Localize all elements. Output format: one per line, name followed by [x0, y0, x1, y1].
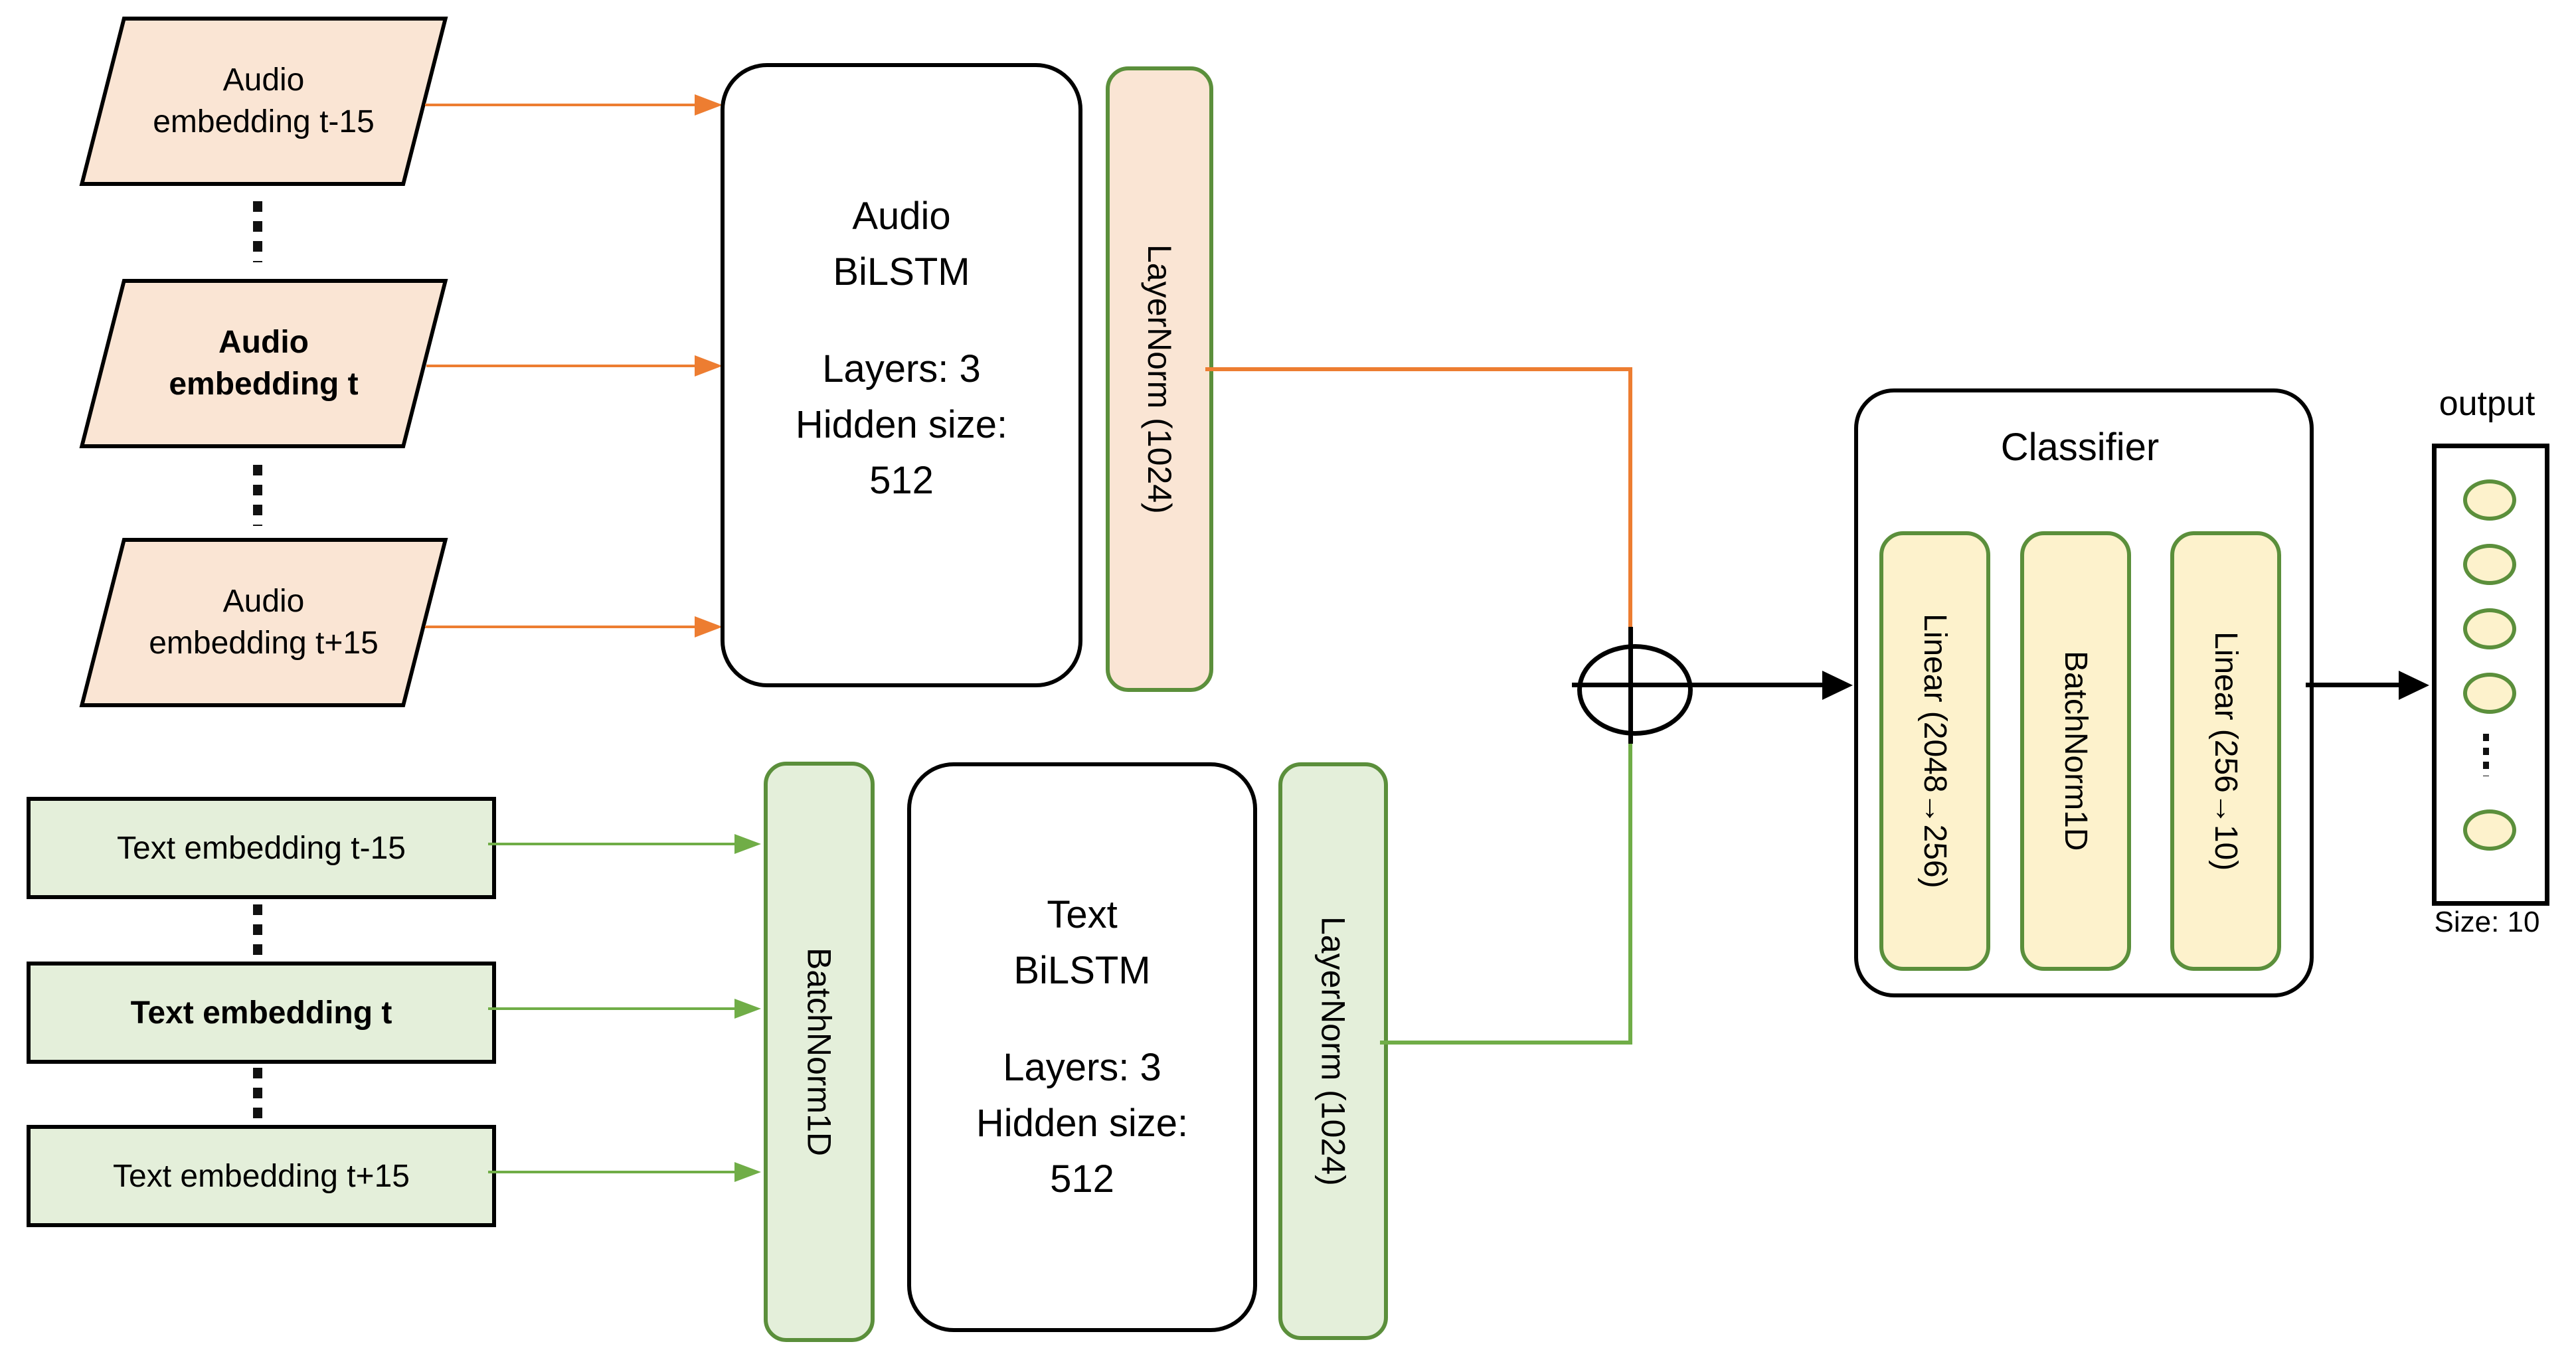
audio-embedding-t-minus-15-label: Audio embedding t-15 [101, 17, 426, 186]
audio-embedding-t-minus-15-node: Audio embedding t-15 [79, 17, 448, 186]
output-size-label: Size: 10 [2434, 906, 2540, 938]
classifier-linear-2-box: Linear (256→10) [2170, 531, 2281, 971]
text-embedding-t-minus-15-label: Text embedding t-15 [117, 830, 406, 866]
sum-to-classifier-line [1684, 683, 1825, 687]
text-bilstm-title-line: Text [1047, 892, 1118, 936]
audio-embedding-t-plus-15-label: Audio embedding t+15 [101, 538, 426, 707]
label-line: Audio [222, 62, 305, 98]
text-arrowhead-1 [734, 834, 761, 854]
audio-bilstm-hidden-size: Hidden size: [795, 403, 1008, 447]
text-bilstm-box: Text BiLSTM Layers: 3 Hidden size: 512 [907, 762, 1257, 1332]
classifier-batchnorm-label: BatchNorm1D [2058, 651, 2093, 851]
classifier-linear-2-label: Linear (256→10) [2208, 631, 2243, 871]
classifier-linear-1-label: Linear (2048→256) [1917, 614, 1952, 888]
audio-elbow-horizontal [1205, 367, 1632, 371]
audio-bilstm-layers: Layers: 3 [822, 347, 981, 390]
label-line: embedding t-15 [153, 104, 375, 139]
audio-embedding-t-node: Audio embedding t [79, 279, 448, 448]
audio-embedding-t-label: Audio embedding t [101, 279, 426, 448]
text-elbow-vertical [1628, 724, 1632, 1045]
audio-arrow-line-2 [426, 365, 699, 367]
text-arrowhead-3 [734, 1162, 761, 1182]
ellipsis-dots [253, 201, 262, 262]
output-title: output [2439, 384, 2535, 423]
ellipsis-dots [253, 904, 262, 958]
text-elbow-horizontal [1380, 1041, 1632, 1045]
audio-bilstm-box: Audio BiLSTM Layers: 3 Hidden size: 512 [721, 63, 1082, 687]
audio-layernorm-box: LayerNorm (1024) [1106, 66, 1213, 692]
classifier-batchnorm-box: BatchNorm1D [2020, 531, 2131, 971]
text-embedding-t-label: Text embedding t [130, 995, 392, 1031]
output-node [2463, 544, 2516, 585]
audio-arrowhead-2 [695, 355, 723, 377]
text-bilstm-hidden-size-value: 512 [1050, 1157, 1114, 1201]
text-bilstm-title-line: BiLSTM [1013, 948, 1151, 992]
audio-arrowhead-1 [695, 94, 723, 116]
audio-elbow-vertical [1628, 367, 1632, 646]
output-node [2463, 673, 2516, 714]
text-arrow-line-1 [488, 843, 737, 845]
text-embedding-t-plus-15-node: Text embedding t+15 [27, 1125, 496, 1227]
text-bilstm-layers: Layers: 3 [1003, 1045, 1161, 1089]
classifier-title: Classifier [2000, 426, 2160, 469]
audio-arrowhead-3 [695, 616, 723, 637]
sum-node-horizontal-line [1572, 683, 1689, 687]
ellipsis-dots [253, 1068, 262, 1121]
label-line: Audio [218, 325, 309, 361]
ellipsis-dots [2483, 734, 2489, 776]
classifier-linear-1-box: Linear (2048→256) [1879, 531, 1990, 971]
label-line: embedding t+15 [149, 625, 379, 661]
label-line: Audio [222, 584, 305, 620]
text-layernorm-box: LayerNorm (1024) [1278, 762, 1388, 1340]
sum-node-circle [1577, 644, 1693, 736]
audio-bilstm-hidden-size-value: 512 [869, 459, 934, 503]
audio-arrow-line-3 [425, 626, 699, 628]
output-node [2463, 479, 2516, 521]
label-line: embedding t [169, 366, 359, 402]
text-arrowhead-2 [734, 999, 761, 1019]
text-arrow-line-2 [488, 1007, 737, 1010]
classifier-to-output-line [2306, 683, 2403, 687]
sum-to-classifier-arrowhead [1822, 671, 1853, 700]
audio-arrow-line-1 [425, 104, 699, 106]
text-arrow-line-3 [488, 1171, 737, 1173]
text-layernorm-label: LayerNorm (1024) [1314, 916, 1352, 1186]
text-batchnorm-label: BatchNorm1D [800, 948, 838, 1156]
text-bilstm-hidden-size: Hidden size: [976, 1102, 1189, 1145]
output-node [2463, 809, 2516, 851]
text-batchnorm-box: BatchNorm1D [764, 762, 875, 1342]
text-embedding-t-minus-15-node: Text embedding t-15 [27, 797, 496, 899]
text-embedding-t-plus-15-label: Text embedding t+15 [113, 1158, 410, 1194]
audio-layernorm-label: LayerNorm (1024) [1141, 244, 1178, 514]
output-node [2463, 608, 2516, 649]
ellipsis-dots [253, 465, 262, 526]
text-embedding-t-node: Text embedding t [27, 962, 496, 1064]
audio-bilstm-title-line: BiLSTM [833, 250, 970, 294]
audio-embedding-t-plus-15-node: Audio embedding t+15 [79, 538, 448, 707]
audio-bilstm-title-line: Audio [852, 194, 951, 238]
classifier-to-output-arrowhead [2399, 671, 2429, 700]
